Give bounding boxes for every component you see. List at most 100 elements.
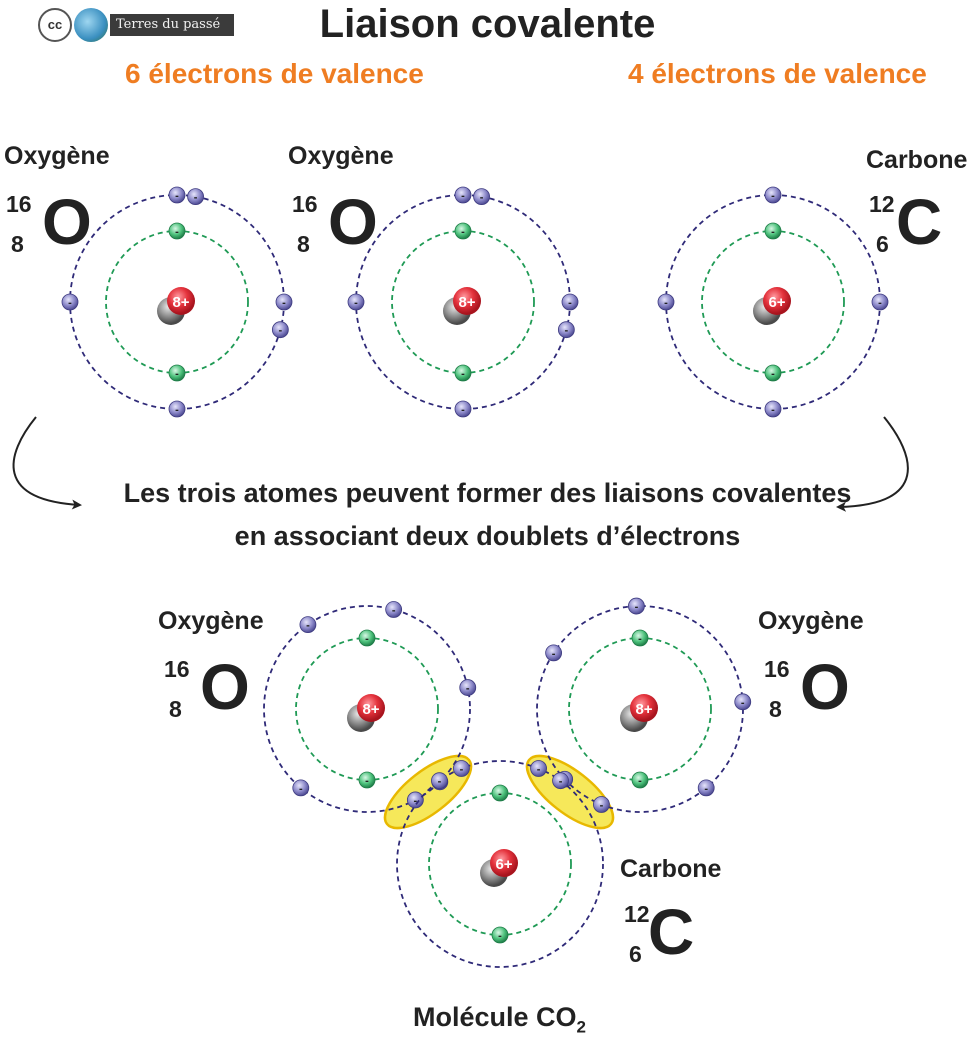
carbon-1-name: Carbone — [866, 146, 968, 174]
oxygen-3-name: Oxygène — [158, 607, 264, 635]
svg-text:-: - — [438, 776, 442, 788]
oxygen-atom-2-nucleus: 8+ — [443, 287, 481, 325]
svg-text:-: - — [600, 799, 604, 811]
oxygen-4-symbol: O — [800, 651, 850, 723]
oxygen-atom-3-valence-electron: - — [406, 791, 424, 809]
molecule-subscript: 2 — [576, 1017, 586, 1037]
carbon-1-mass: 12 — [869, 191, 895, 217]
oxygen-atom-2-valence-electron: - — [557, 321, 575, 339]
oxygen-atom-1-valence-electron: - — [187, 188, 204, 206]
oxygen-atom-4-charge: 8+ — [635, 701, 652, 718]
svg-text:-: - — [460, 764, 464, 776]
svg-text:-: - — [638, 633, 642, 645]
svg-text:-: - — [306, 620, 310, 632]
svg-text:-: - — [175, 368, 179, 380]
oxygen-atom-2-valence-electron: - — [347, 293, 365, 311]
carbon-atom-2-valence-electron: - — [453, 760, 470, 777]
svg-text:-: - — [68, 297, 72, 309]
carbon-1-number: 6 — [876, 231, 889, 257]
left-arrow — [12, 416, 82, 510]
oxygen-atom-4-valence-electron: - — [593, 796, 610, 813]
carbon-atom-2-core-electron: - — [491, 784, 509, 802]
oxygen-atom-2-valence-electron: - — [561, 293, 579, 311]
oxygen-atom-1-charge: 8+ — [172, 294, 189, 311]
oxygen-atom-4-valence-electron: - — [545, 644, 563, 662]
svg-text:-: - — [461, 404, 465, 416]
svg-text:-: - — [771, 190, 775, 202]
oxygen-atom-3-charge: 8+ — [362, 701, 379, 718]
oxygen-atom-1-nucleus: 8+ — [157, 287, 195, 325]
oxygen-atom-2-core-electron: - — [454, 222, 472, 240]
atoms-layer: 8+ - - - - - - - - 8+ - - - - - - - - 6+ - - - - - - 8+ - - - - - - - - 8+… — [61, 186, 889, 968]
oxygen-atom-3-core-electron: - — [358, 771, 376, 789]
svg-text:-: - — [461, 368, 465, 380]
oxygen-3-symbol: O — [200, 651, 250, 723]
oxygen-atom-2-valence-electron: - — [454, 400, 472, 418]
oxygen-atom-1-valence-electron: - — [168, 186, 186, 204]
description-line-1: Les trois atomes peuvent former des liai… — [123, 478, 852, 508]
svg-text:-: - — [635, 601, 639, 613]
logo: cc Terres du passé — [38, 8, 234, 42]
oxygen-3-number: 8 — [169, 696, 182, 722]
svg-text:-: - — [565, 325, 569, 337]
oxygen-atom-4-core-electron: - — [631, 771, 649, 789]
oxygen-atom-4-nucleus: 8+ — [620, 694, 658, 732]
svg-text:-: - — [299, 783, 303, 795]
oxygen-4-name: Oxygène — [758, 607, 864, 635]
page-title: Liaison covalente — [319, 2, 656, 46]
oxygen-atom-3-valence-electron: - — [459, 679, 477, 696]
carbon-atom-2-outer-shell — [396, 760, 604, 968]
oxygen-valence-heading: 6 électrons de valence — [125, 58, 424, 89]
svg-text:-: - — [175, 226, 179, 238]
svg-text:-: - — [878, 297, 882, 309]
molecule-label: Molécule CO2 — [413, 1002, 586, 1037]
oxygen-atom-3-valence-electron: - — [385, 601, 403, 618]
carbon-atom-1-core-electron: - — [764, 222, 782, 240]
svg-text:-: - — [771, 368, 775, 380]
svg-text:-: - — [537, 764, 541, 776]
oxygen-atom-4-valence-electron: - — [734, 693, 752, 711]
molecule-label-text: Molécule CO — [413, 1002, 577, 1032]
oxygen-atom-3-core-electron: - — [358, 629, 376, 647]
svg-text:-: - — [175, 404, 179, 416]
carbon-2-mass: 12 — [624, 901, 650, 927]
oxygen-atom-1-valence-electron: - — [271, 321, 289, 339]
oxygen-1-symbol: O — [42, 186, 92, 258]
carbon-atom-1-charge: 6+ — [768, 294, 785, 311]
svg-text:-: - — [365, 775, 369, 787]
svg-text:-: - — [559, 776, 563, 788]
svg-text:-: - — [704, 783, 708, 795]
carbon-2-name: Carbone — [620, 855, 722, 883]
oxygen-1-number: 8 — [11, 231, 24, 257]
svg-text:-: - — [282, 297, 286, 309]
carbon-2-number: 6 — [629, 941, 642, 967]
carbon-atom-2-valence-electron: - — [530, 760, 547, 777]
svg-text:-: - — [498, 930, 502, 942]
globe-icon — [74, 8, 108, 42]
carbon-atom-1-nucleus: 6+ — [753, 287, 791, 325]
carbon-2-symbol: C — [648, 896, 695, 968]
bond-highlight-right — [525, 754, 615, 830]
cc-license-icon: cc — [38, 8, 72, 42]
oxygen-atom-2-core-electron: - — [454, 364, 472, 382]
oxygen-atom-1-valence-electron: - — [168, 400, 186, 418]
oxygen-4-number: 8 — [769, 696, 782, 722]
svg-text:-: - — [175, 190, 179, 202]
oxygen-atom-4-valence-electron: - — [628, 597, 645, 615]
right-arrow — [836, 416, 909, 512]
oxygen-2-mass: 16 — [292, 191, 318, 217]
svg-text:-: - — [414, 795, 418, 807]
oxygen-atom-4-valence-electron: - — [697, 779, 715, 797]
oxygen-1-mass: 16 — [6, 191, 32, 217]
svg-text:-: - — [638, 775, 642, 787]
oxygen-4-mass: 16 — [764, 656, 790, 682]
carbon-1-symbol: C — [896, 186, 943, 258]
carbon-atom-2-core-electron: - — [491, 926, 509, 944]
oxygen-atom-1-core-electron: - — [168, 222, 186, 240]
carbon-atom-2-valence-electron: - — [431, 772, 448, 790]
svg-text:-: - — [771, 226, 775, 238]
oxygen-atom-1-core-electron: - — [168, 364, 186, 382]
svg-text:-: - — [461, 190, 465, 202]
carbon-atom-1-valence-electron: - — [871, 293, 889, 311]
oxygen-2-name: Oxygène — [288, 142, 394, 170]
